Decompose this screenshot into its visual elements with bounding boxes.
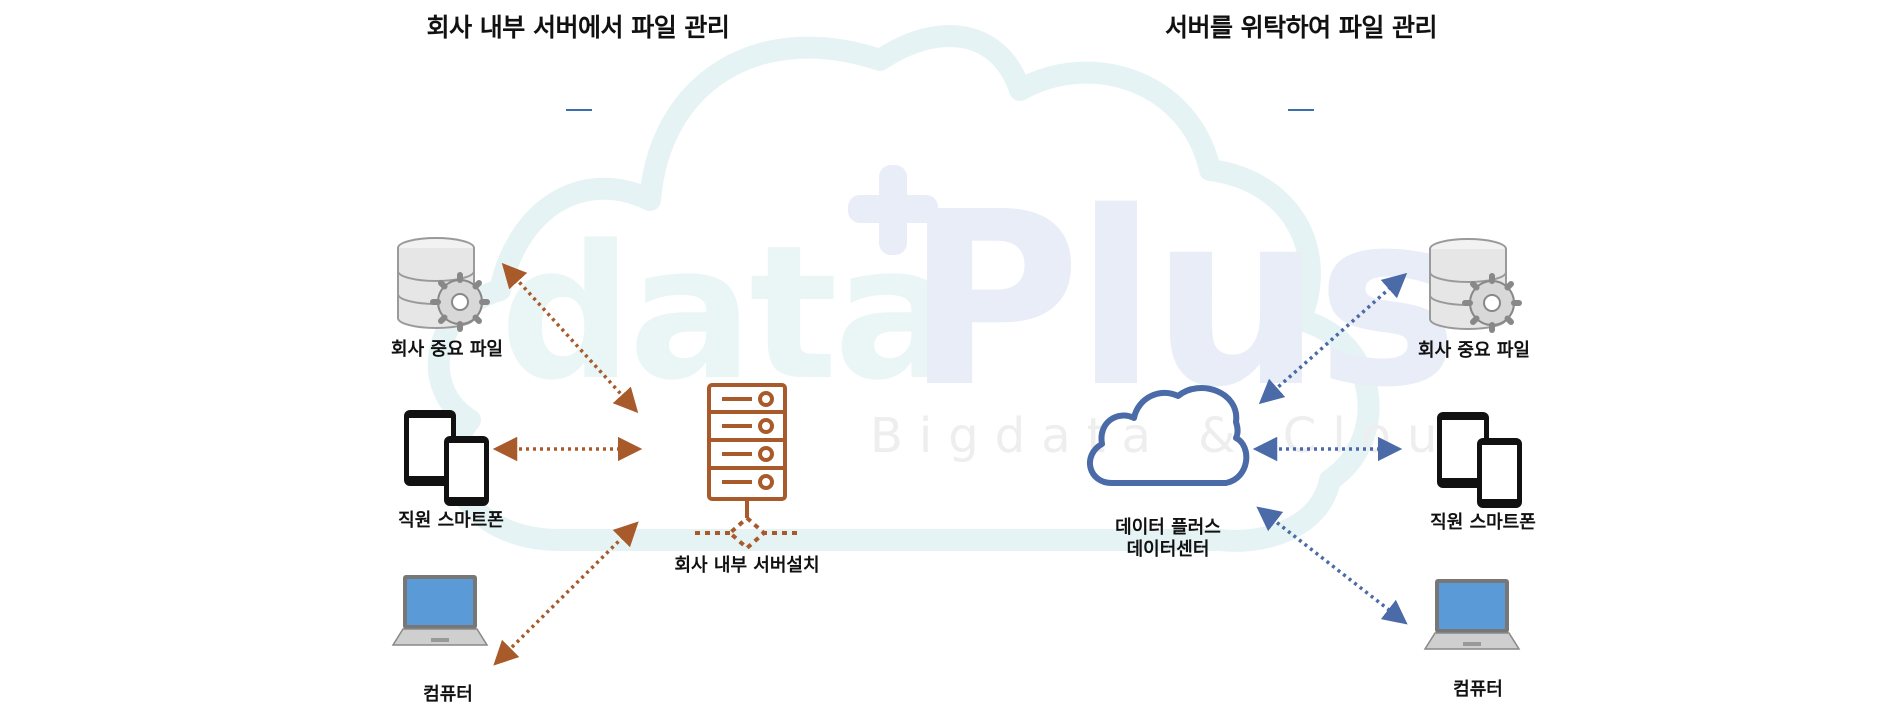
right-file-label: 회사 중요 파일	[1418, 340, 1530, 361]
cloud-outline-icon	[1087, 385, 1250, 486]
left-database-gear-icon	[397, 237, 490, 332]
right-phone-label: 직원 스마트폰	[1430, 512, 1536, 533]
left-laptop-icon	[391, 575, 489, 646]
server-label: 회사 내부 서버설치	[674, 555, 820, 576]
server-rack-icon	[707, 383, 787, 518]
left-file-label: 회사 중요 파일	[391, 339, 503, 360]
cloud-label: 데이터 플러스 데이터센터	[1115, 517, 1221, 561]
right-laptop-icon	[1423, 579, 1521, 650]
right-title: 서버를 위탁하여 파일 관리	[1164, 13, 1438, 42]
cloud-label-line1: 데이터 플러스	[1115, 517, 1221, 538]
right-arrow-file	[1258, 272, 1408, 405]
right-arrow-computer	[1256, 506, 1408, 625]
right-tablet-phone-icon	[1437, 412, 1522, 508]
right-computer-label: 컴퓨터	[1453, 679, 1503, 700]
left-arrow-file	[501, 262, 639, 414]
server-base-dotted	[695, 515, 800, 551]
left-arrow-computer	[493, 521, 639, 666]
cloud-label-line2: 데이터센터	[1126, 539, 1210, 560]
left-tablet-phone-icon	[404, 410, 489, 506]
left-phone-label: 직원 스마트폰	[398, 510, 504, 531]
left-title: 회사 내부 서버에서 파일 관리	[426, 13, 730, 42]
right-database-gear-icon	[1429, 238, 1522, 333]
left-computer-label: 컴퓨터	[423, 684, 473, 705]
